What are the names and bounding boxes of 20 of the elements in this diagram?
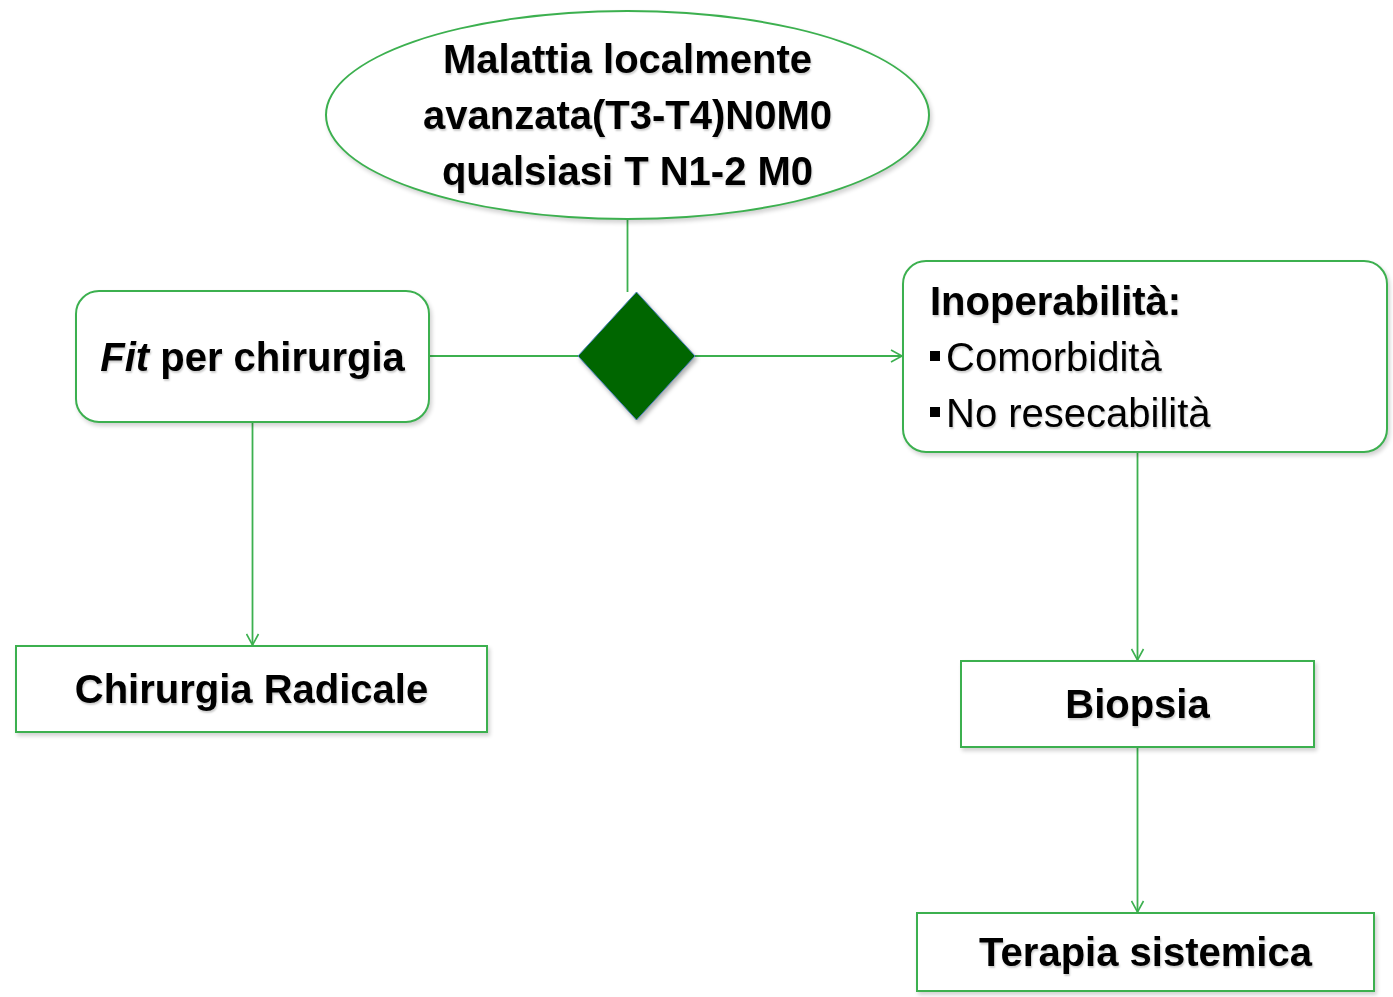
arrow (245, 422, 260, 646)
node-label: Malattia localmente avanzata(T3-T4)N0M0 qualsiasi T N1-2 M0 (422, 36, 833, 195)
arrow (1130, 452, 1145, 661)
node-label: Fit per chirurgia (100, 333, 405, 381)
bullet-item: No resecabilità (930, 384, 1211, 441)
process-box (960, 660, 1315, 748)
connector-line (429, 355, 579, 357)
arrow (694, 349, 903, 363)
process-box (15, 645, 488, 733)
node-label: Chirurgia Radicale (74, 666, 429, 713)
connector-line (626, 219, 629, 293)
arrow (1130, 747, 1145, 913)
node-label: Biopsia (1065, 681, 1210, 728)
bullet-item: Comorbidità (930, 328, 1162, 385)
rounded-box (75, 290, 430, 423)
node-label: Inoperabilità: (930, 277, 1182, 325)
process-box (916, 912, 1375, 992)
rounded-box (902, 260, 1388, 453)
node-label: Terapia sistemica (979, 929, 1312, 976)
decision-diamond (577, 291, 696, 421)
